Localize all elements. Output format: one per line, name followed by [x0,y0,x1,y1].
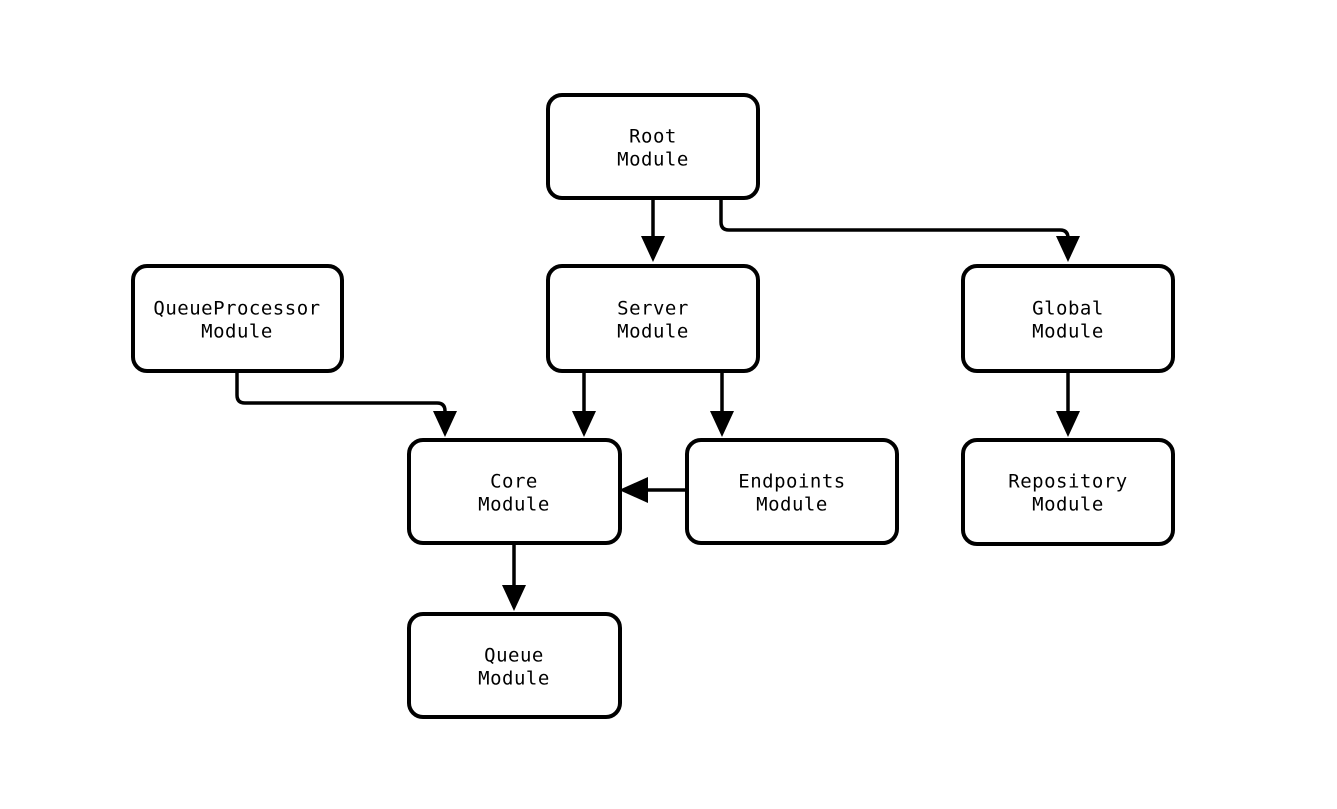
node-server[interactable]: Server Module [546,264,760,373]
edge-root-to-global [719,198,1080,262]
node-queueprocessor[interactable]: QueueProcessor Module [131,264,344,373]
node-global-label-line1: Global [1032,298,1104,320]
node-endpoints-label-line2: Module [756,494,828,516]
edge-global-to-repository [1056,371,1080,437]
node-endpoints[interactable]: Endpoints Module [685,438,899,545]
edge-root-to-server-arrowhead [641,236,665,262]
node-root-box[interactable] [546,93,760,200]
edge-queueprocessor-to-core [235,371,457,437]
node-root-label-line2: Module [617,149,689,171]
node-endpoints-label-line1: Endpoints [738,471,845,493]
edge-global-to-repository-arrowhead [1056,411,1080,437]
node-queueprocessor-box[interactable] [131,264,344,373]
node-queueprocessor-label-line1: QueueProcessor [153,298,320,320]
edge-server-to-core-arrowhead [572,411,596,437]
node-repository-label-line1: Repository [1008,471,1127,493]
edge-root-to-server [641,198,665,262]
node-queue-label-line1: Queue [484,645,544,667]
edge-server-to-core [572,371,596,437]
node-server-box[interactable] [546,264,760,373]
node-repository-box[interactable] [961,438,1175,546]
edge-endpoints-to-core [619,477,687,503]
node-root[interactable]: Root Module [546,93,760,200]
node-server-label-line1: Server [617,298,689,320]
edge-root-to-global-line [719,198,1070,243]
node-queue-label-line2: Module [478,668,550,690]
node-root-label-line1: Root [629,126,677,148]
node-global-box[interactable] [961,264,1175,373]
node-core-label-line2: Module [478,494,550,516]
edge-core-to-queue-arrowhead [502,585,526,611]
node-repository-label-line2: Module [1032,494,1104,516]
node-global-label-line2: Module [1032,321,1104,343]
node-server-label-line2: Module [617,321,689,343]
node-core-label-line1: Core [490,471,538,493]
edge-server-to-endpoints [710,371,734,437]
edge-queueprocessor-to-core-arrowhead [433,411,457,437]
edge-endpoints-to-core-arrowhead [619,477,648,503]
node-core[interactable]: Core Module [407,438,622,545]
edge-queueprocessor-to-core-line [235,371,447,417]
node-repository[interactable]: Repository Module [961,438,1175,546]
node-queue[interactable]: Queue Module [407,612,622,719]
edge-core-to-queue [502,543,526,611]
node-queueprocessor-label-line2: Module [201,321,273,343]
edge-root-to-global-arrowhead [1056,236,1080,262]
node-endpoints-box[interactable] [685,438,899,545]
node-global[interactable]: Global Module [961,264,1175,373]
edge-server-to-endpoints-arrowhead [710,411,734,437]
node-queue-box[interactable] [407,612,622,719]
node-core-box[interactable] [407,438,622,545]
